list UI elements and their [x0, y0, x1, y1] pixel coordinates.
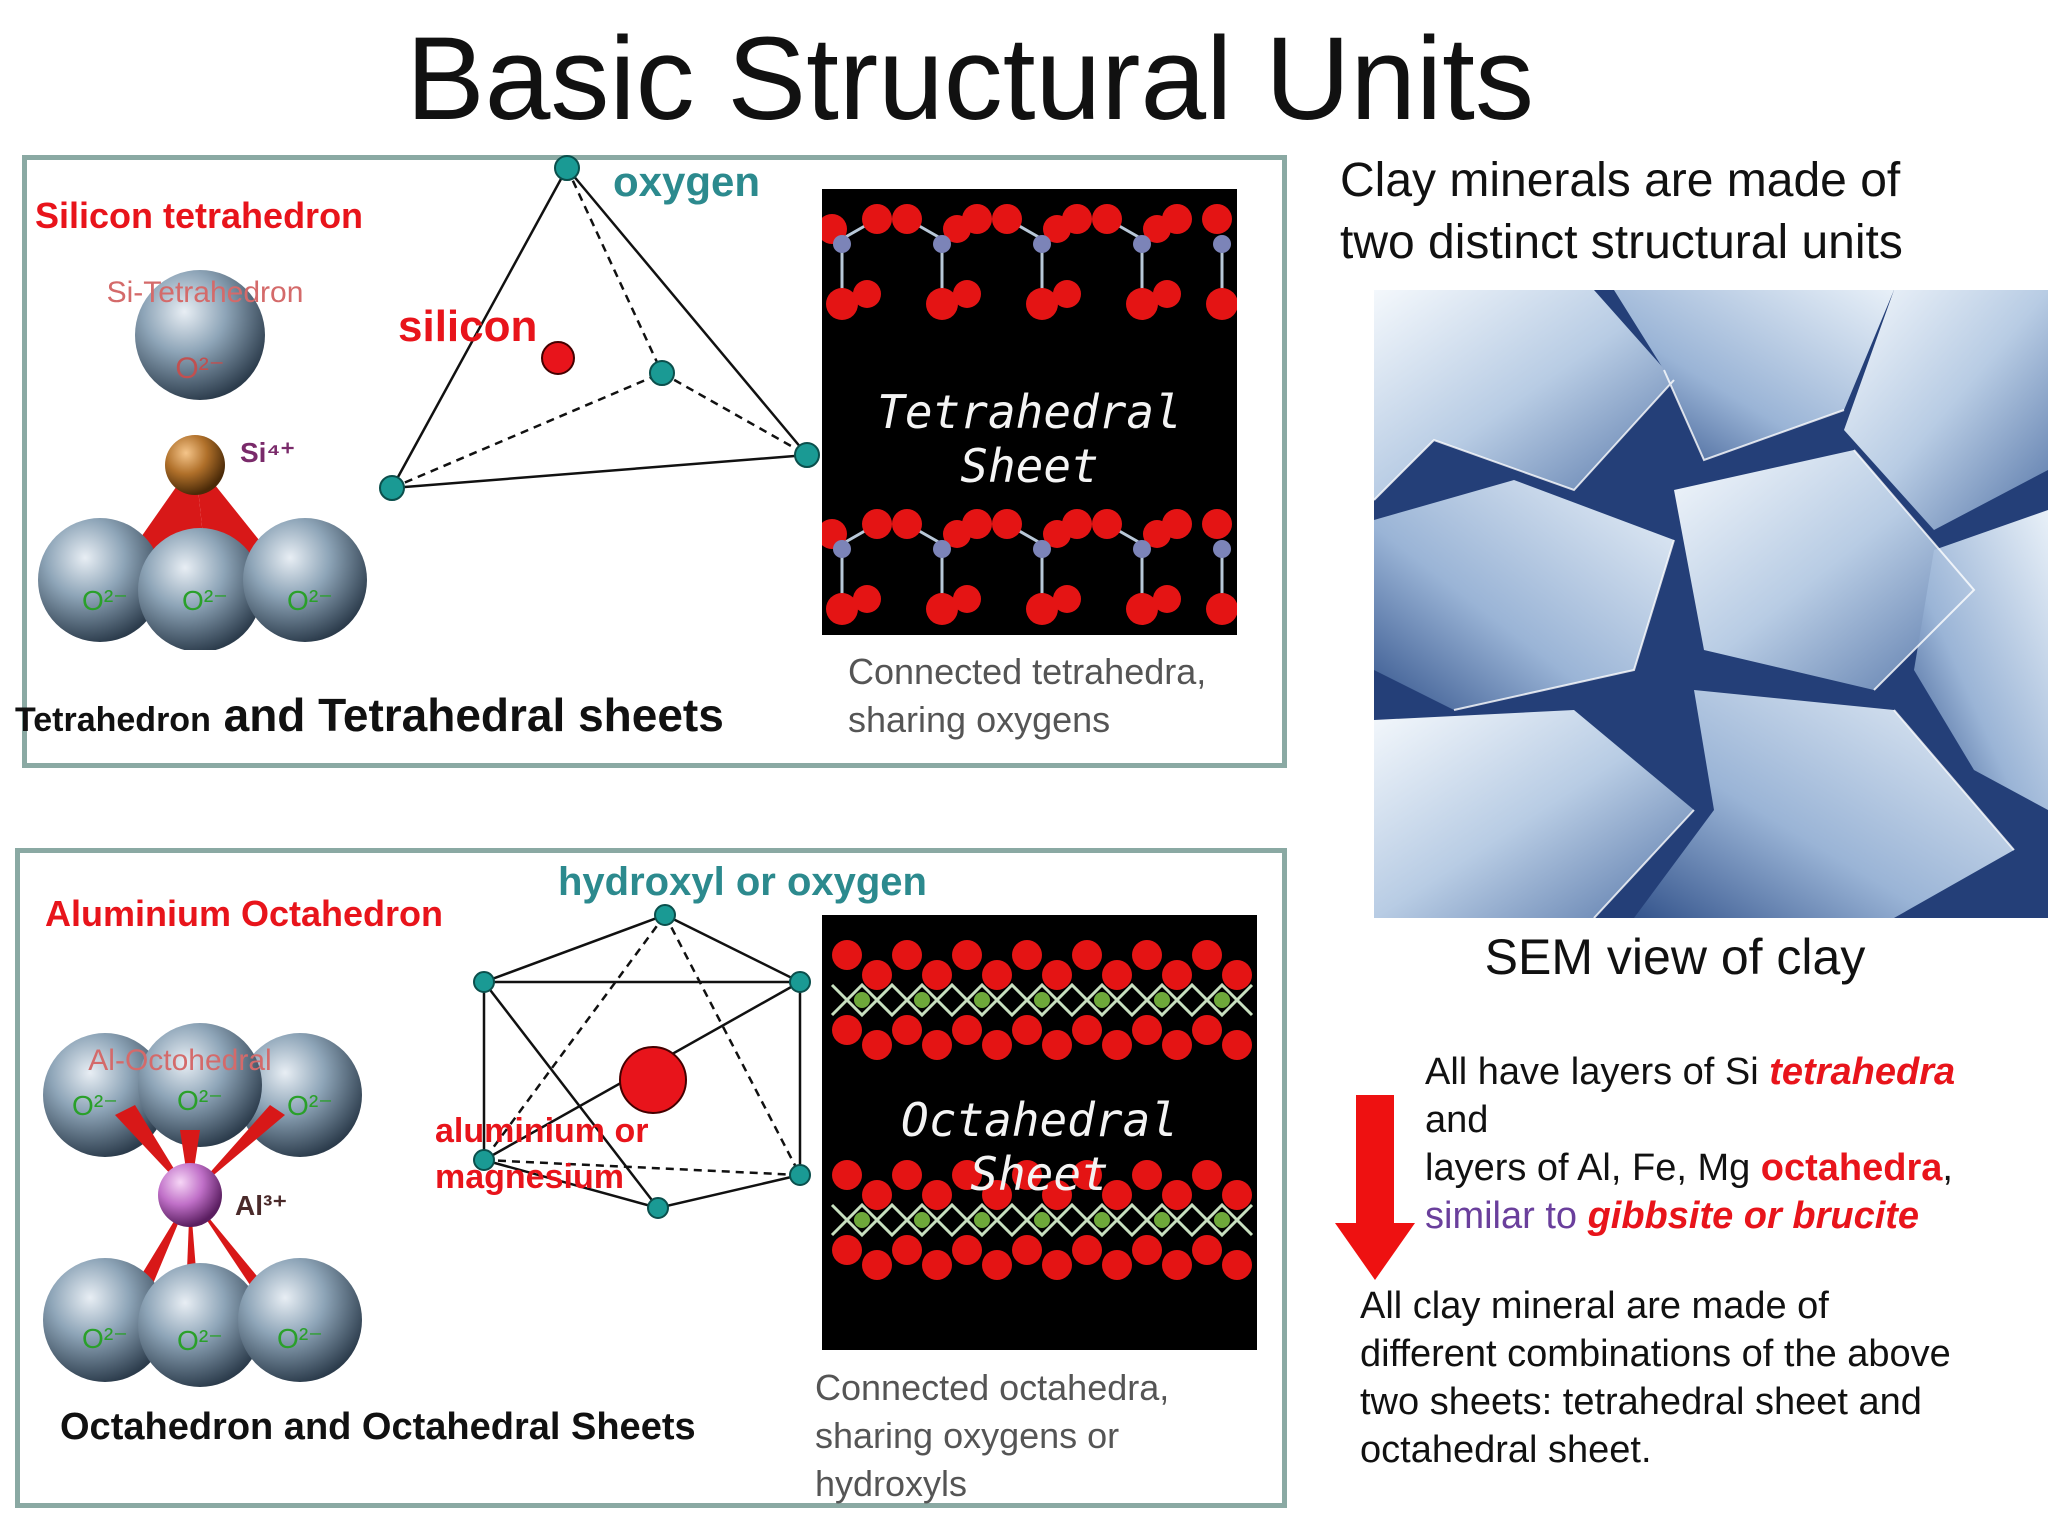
- octahedron-diagram: [473, 904, 811, 1219]
- layers-description: All have layers of Si tetrahedra and lay…: [1425, 1051, 1956, 1237]
- svg-text:O²⁻: O²⁻: [72, 1090, 118, 1121]
- down-arrow-icon: [1335, 1095, 1415, 1280]
- tetrahedral-sheet-label: Tetrahedral Sheet: [877, 385, 1182, 493]
- al-octahedron-model: Al-Octohedral O²⁻ O²⁻ O²⁻ Al³⁺ O²⁻ O²⁻ O…: [43, 1023, 362, 1387]
- svg-text:O²⁻: O²⁻: [82, 1323, 128, 1354]
- oxygen-vertex: [554, 155, 580, 181]
- al-ion-label: Al³⁺: [235, 1190, 287, 1221]
- connected-octahedra-caption: Connected octahedra, sharing oxygens or …: [815, 1367, 1170, 1504]
- silicon-tetrahedron-heading: Silicon tetrahedron: [35, 195, 364, 236]
- svg-text:O²⁻: O²⁻: [287, 1090, 333, 1121]
- aluminium-octahedron-heading: Aluminium Octahedron: [45, 893, 444, 934]
- silicon-center: [541, 341, 575, 375]
- tetrahedral-sheet-atoms: [822, 204, 1237, 627]
- clay-intro-text: Clay minerals are made of two distinct s…: [1340, 154, 1903, 269]
- si-ball: [165, 435, 225, 495]
- si-tetrahedron-model: O²⁻ Si-Tetrahedron Si⁴⁺ O²⁻ O²⁻ O²⁻: [38, 270, 367, 650]
- svg-text:O²⁻: O²⁻: [277, 1323, 323, 1354]
- octahedral-sheet-image: Octahedral Sheet: [822, 915, 1257, 1350]
- sem-clay-texture: [1374, 290, 2048, 918]
- hydroxyl-or-oxygen-label: hydroxyl or oxygen: [558, 860, 927, 904]
- sem-caption: SEM view of clay: [1484, 929, 1866, 985]
- si-ion-label: Si⁴⁺: [240, 437, 295, 468]
- octahedral-caption: Octahedron and Octahedral Sheets: [60, 1406, 696, 1448]
- o-ion-label: O²⁻: [175, 352, 224, 385]
- connected-tetrahedra-caption: Connected tetrahedra, sharing oxygens: [848, 651, 1207, 740]
- o-ball-top: [135, 270, 265, 400]
- summary-text: All clay mineral are made of different c…: [1360, 1285, 1951, 1471]
- al-ball: [158, 1163, 222, 1227]
- al-octohedral-label: Al-Octohedral: [88, 1044, 271, 1077]
- svg-text:O²⁻: O²⁻: [182, 585, 228, 616]
- si-tetrahedron-label: Si-Tetrahedron: [107, 276, 304, 309]
- tetrahedral-caption: Tetrahedron and Tetrahedral sheets: [15, 689, 724, 741]
- tetrahedron-diagram: [379, 155, 820, 501]
- aluminium-center: [619, 1046, 687, 1114]
- oxygen-vertex: [794, 442, 820, 468]
- oxygen-vertex: [379, 475, 405, 501]
- svg-text:O²⁻: O²⁻: [82, 585, 128, 616]
- octahedral-sheet-atoms: [830, 940, 1254, 1282]
- svg-text:O²⁻: O²⁻: [287, 585, 333, 616]
- sem-clay-image: [1374, 290, 2048, 918]
- svg-text:O²⁻: O²⁻: [177, 1325, 223, 1356]
- aluminium-magnesium-label: aluminium or magnesium: [435, 1112, 649, 1196]
- octahedral-sheet-label: Octahedral Sheet: [901, 1093, 1178, 1201]
- silicon-label: silicon: [398, 302, 538, 351]
- tetrahedral-sheet-image: Tetrahedral Sheet: [822, 189, 1237, 635]
- oxygen-label: oxygen: [613, 158, 761, 205]
- svg-text:O²⁻: O²⁻: [177, 1085, 223, 1116]
- page-title: Basic Structural Units: [406, 13, 1534, 145]
- oxygen-vertex: [649, 360, 675, 386]
